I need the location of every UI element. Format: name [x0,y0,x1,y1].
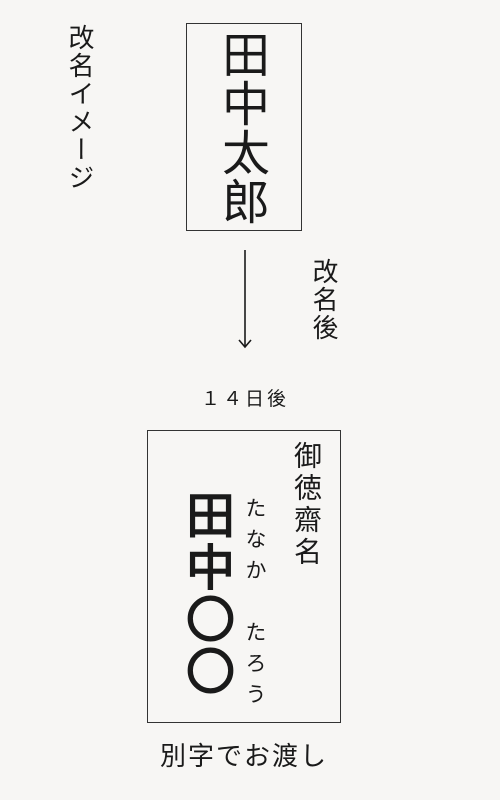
waiting-period-label: １４日後 [200,388,289,410]
down-arrow-icon [238,250,252,349]
original-name-card [186,23,302,231]
name-reading: たなか たろう [243,497,267,714]
title-mark: 御徳齋名 [290,441,323,569]
after-rename-label: 改名後 [308,258,338,342]
delivery-note: 別字でお渡し [160,742,329,772]
diagram-side-label: 改名イメージ [64,24,94,192]
original-name: 田中太郎 [213,30,269,226]
new-name-card [147,430,341,723]
new-name: 田中〇〇 [178,490,235,698]
